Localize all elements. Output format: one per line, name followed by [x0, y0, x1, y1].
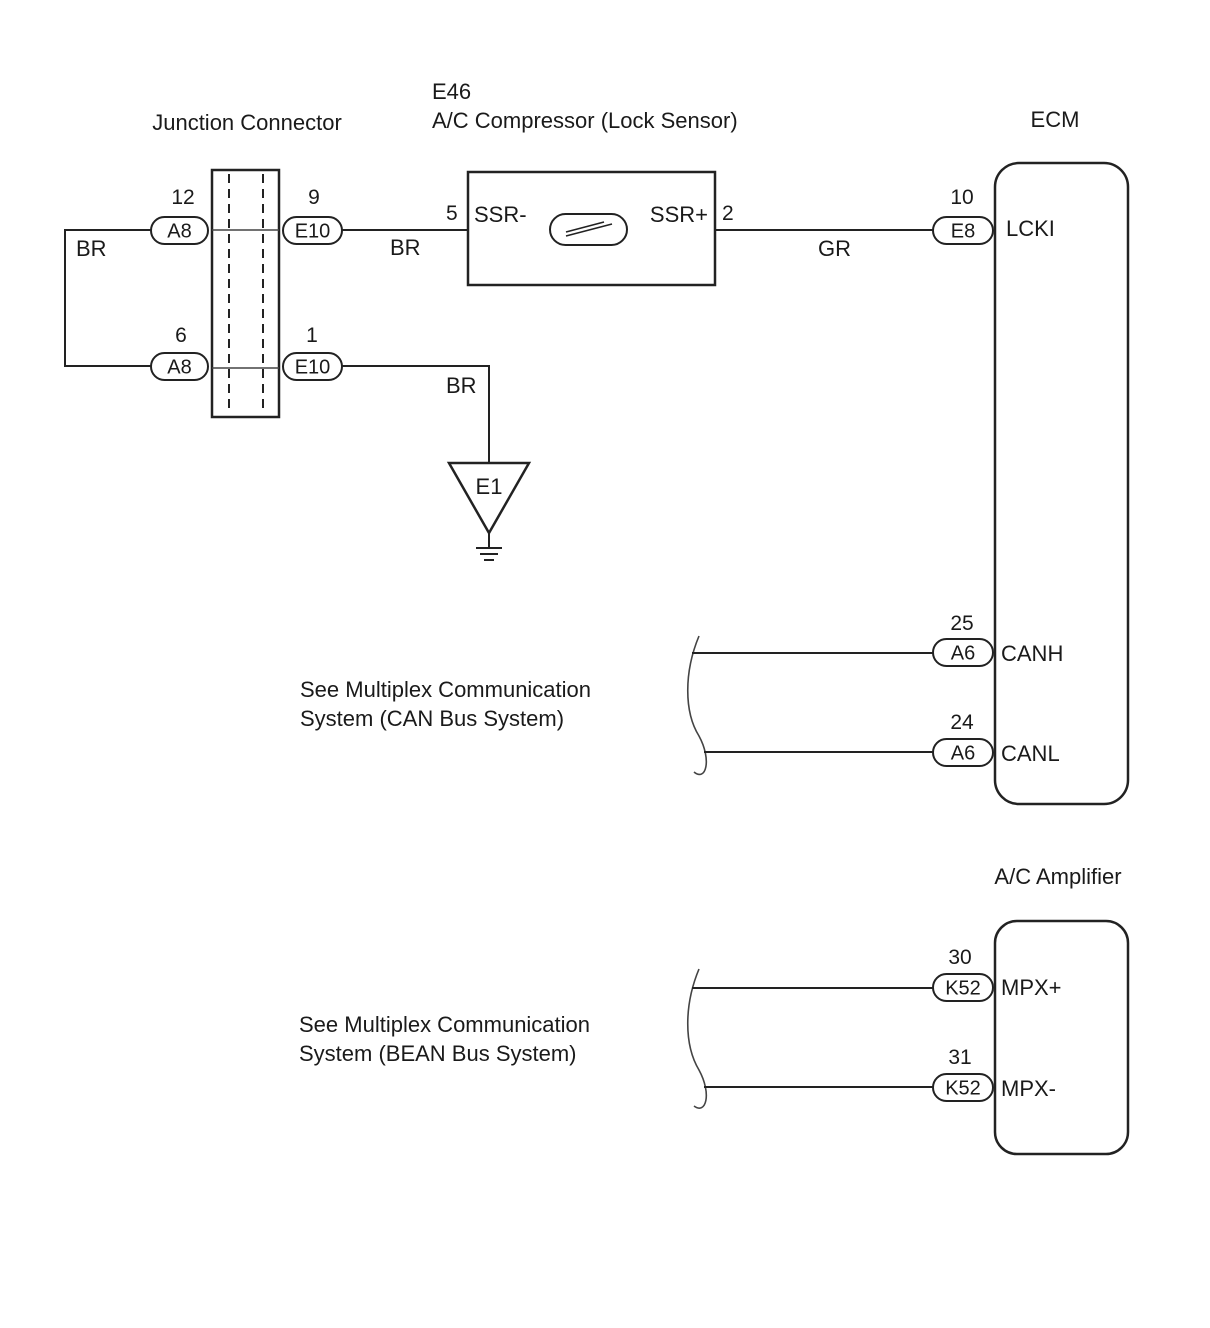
connector-pill — [932, 216, 994, 245]
compressor-ecm-wire-color: GR — [818, 236, 851, 261]
ac-amplifier-label: A/C Amplifier — [994, 864, 1121, 889]
pin-number: 31 — [948, 1046, 971, 1069]
bean-note-line2: System (BEAN Bus System) — [299, 1041, 577, 1066]
connector-code: E8 — [951, 221, 975, 243]
ac-amplifier-box — [993, 919, 1130, 1156]
connector-code: E10 — [295, 357, 331, 379]
compressor-terminal-neg: SSR- — [474, 202, 527, 227]
pin-number: 24 — [950, 711, 974, 734]
connector-pill — [282, 216, 343, 245]
can-bus-break-icon — [687, 635, 708, 776]
lock-sensor-coil-icon — [549, 213, 628, 246]
br-loop-wire — [64, 229, 151, 367]
connector-a8-pin6: 6 A8 — [150, 324, 209, 381]
jc-compressor-wire-color: BR — [390, 235, 421, 260]
compressor-terminal-pos: SSR+ — [650, 202, 708, 227]
br-wire-to-ground — [342, 365, 490, 463]
connector-code: A6 — [951, 643, 975, 665]
amp-terminal-mpx-neg: MPX- — [1001, 1076, 1056, 1101]
can-note-line2: System (CAN Bus System) — [300, 706, 564, 731]
ecm-unit: LCKI CANH CANL — [993, 161, 1130, 806]
connector-code: E10 — [295, 221, 331, 243]
can-note-line1: See Multiplex Communication — [300, 677, 591, 702]
compressor-code: E46 — [432, 79, 471, 104]
connector-e10-pin1: 1 E10 — [282, 324, 343, 381]
pin-number: 12 — [171, 186, 194, 209]
connector-code: A6 — [951, 743, 975, 765]
bean-note-line1: See Multiplex Communication — [299, 1012, 590, 1037]
lock-sensor-symbol-line-icon — [565, 221, 605, 233]
pin-number: 9 — [308, 186, 320, 209]
connector-k52-pin31: 31 K52 — [932, 1046, 994, 1102]
ecm-terminal-canh: CANH — [1001, 641, 1063, 666]
connector-code: A8 — [167, 357, 191, 379]
pin-number: 10 — [950, 186, 973, 209]
pin-number: 6 — [175, 324, 187, 347]
compressor-pin-neg: 5 — [446, 202, 458, 225]
ecm-box — [993, 161, 1130, 806]
connector-a8-pin12: 12 A8 — [150, 186, 209, 245]
compressor-box — [466, 170, 717, 287]
connector-code: K52 — [945, 978, 981, 1000]
compressor-pin-pos: 2 — [722, 202, 734, 225]
compressor-lock-sensor: 5 2 SSR- SSR+ — [446, 170, 734, 287]
connector-code: K52 — [945, 1078, 981, 1100]
junction-connector-label: Junction Connector — [152, 110, 342, 135]
amp-terminal-mpx-pos: MPX+ — [1001, 975, 1062, 1000]
lock-sensor-symbol-icon — [565, 223, 613, 237]
connector-a6-pin24: 24 A6 — [932, 711, 994, 767]
junction-connector — [210, 168, 281, 419]
pin-number: 1 — [306, 324, 318, 347]
ground-triangle-icon — [446, 461, 532, 536]
compressor-label: A/C Compressor (Lock Sensor) — [432, 108, 738, 133]
connector-e10-pin9: 9 E10 — [282, 186, 343, 245]
ground-code: E1 — [476, 474, 503, 499]
bean-bus-break-icon — [687, 968, 708, 1109]
pin-number: 25 — [950, 612, 973, 635]
connector-e8-pin10: 10 E8 — [932, 186, 994, 245]
ac-amplifier-unit: MPX+ MPX- — [993, 919, 1130, 1156]
ecm-label: ECM — [1031, 107, 1080, 132]
ecm-terminal-lcki: LCKI — [1006, 216, 1055, 241]
connector-code: A8 — [167, 221, 191, 243]
connector-a6-pin25: 25 A6 — [932, 612, 994, 667]
pin-number: 30 — [948, 946, 971, 969]
loop-wire-color: BR — [76, 236, 107, 261]
connector-pill — [150, 352, 209, 381]
ecm-terminal-canl: CANL — [1001, 741, 1060, 766]
ground-e1: E1 — [446, 461, 532, 561]
connector-pill — [282, 352, 343, 381]
connector-k52-pin30: 30 K52 — [932, 946, 994, 1002]
jc-ground-wire-color: BR — [446, 373, 477, 398]
junction-connector-body — [210, 168, 281, 419]
connector-pill — [150, 216, 209, 245]
